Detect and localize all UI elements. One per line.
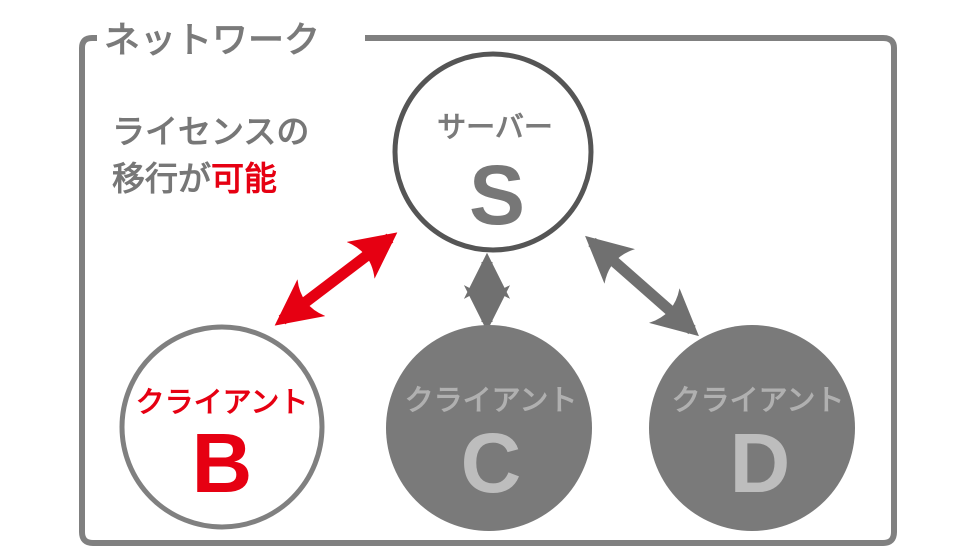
node-client-c: クライアント C bbox=[386, 325, 592, 531]
note-line-2-prefix: 移行が bbox=[112, 159, 211, 198]
client-d-label: クライアント bbox=[672, 383, 845, 417]
note-line-2: 移行が可能 bbox=[112, 159, 277, 198]
node-server: サーバー S bbox=[392, 51, 594, 253]
note-highlight: 可能 bbox=[211, 159, 277, 198]
client-b-letter: B bbox=[192, 416, 253, 510]
client-d-letter: D bbox=[730, 416, 791, 510]
server-label: サーバー bbox=[437, 110, 553, 144]
frame-title: ネットワーク bbox=[104, 20, 320, 61]
client-b-circle bbox=[119, 324, 325, 530]
server-letter: S bbox=[469, 148, 525, 242]
note-line-1: ライセンスの bbox=[112, 112, 309, 151]
arrow-server-client-b bbox=[274, 232, 398, 326]
server-circle bbox=[392, 51, 594, 253]
client-c-letter: C bbox=[461, 416, 522, 510]
arrow-server-client-d bbox=[585, 235, 699, 337]
network-frame bbox=[79, 35, 897, 546]
client-b-label: クライアント bbox=[136, 385, 309, 419]
client-c-circle bbox=[386, 325, 592, 531]
node-client-b: クライアント B bbox=[119, 324, 325, 530]
client-d-circle bbox=[649, 325, 855, 531]
node-client-d: クライアント D bbox=[649, 325, 855, 531]
client-c-label: クライアント bbox=[405, 383, 578, 417]
